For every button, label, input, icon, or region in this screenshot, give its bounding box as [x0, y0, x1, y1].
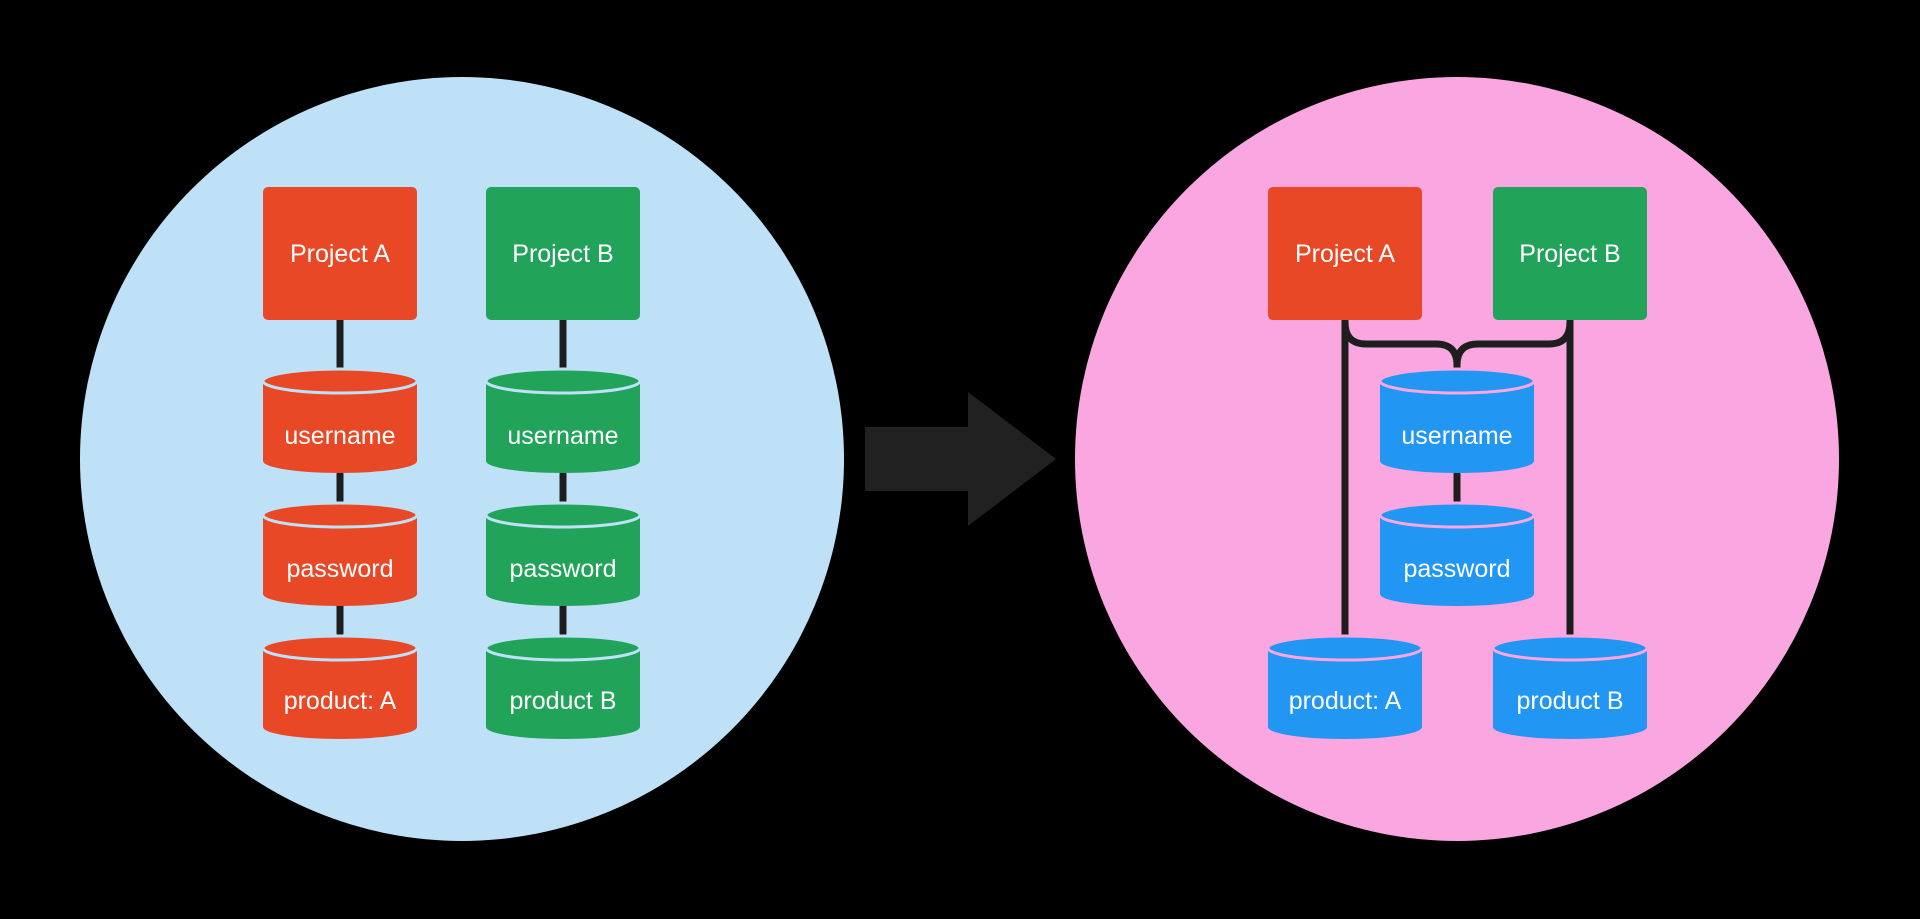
before-b-db-password-lid [484, 501, 642, 529]
transform-arrow-icon [865, 392, 1056, 526]
before-project-a-label: Project A [290, 240, 390, 268]
after-db-password-label: password [1404, 555, 1511, 583]
after-db-product-b-label: product B [1516, 687, 1623, 715]
after-db-product-b-lid [1491, 634, 1649, 662]
before-b-db-product: product B [484, 634, 642, 739]
before-a-db-product-label: product: A [284, 687, 397, 715]
before-column-project-a: Project A username password product: A [261, 187, 419, 739]
before-circle [80, 77, 844, 841]
before-project-a-box [263, 187, 417, 320]
before-b-db-product-label: product B [509, 687, 616, 715]
before-a-db-username-lid [261, 367, 419, 395]
after-db-product-a-body [1268, 648, 1422, 739]
before-b-db-username: username [484, 367, 642, 473]
before-project-b-box [486, 187, 640, 320]
before-a-db-product-body [263, 648, 417, 739]
before-column-project-b: Project B username password product B [484, 187, 642, 739]
before-a-db-username-label: username [284, 422, 395, 450]
before-b-db-password-body [486, 515, 640, 606]
before-b-db-username-body [486, 381, 640, 473]
after-db-username-lid [1378, 367, 1536, 395]
after-db-product-a-lid [1266, 634, 1424, 662]
before-b-db-username-label: username [507, 422, 618, 450]
before-a-db-username-body [263, 381, 417, 473]
before-b-db-password-label: password [510, 555, 617, 583]
before-a-db-product-lid [261, 634, 419, 662]
after-db-username: username [1378, 367, 1536, 473]
before-a-db-password-label: password [287, 555, 394, 583]
before-b-db-product-lid [484, 634, 642, 662]
before-a-db-password-lid [261, 501, 419, 529]
after-db-password-lid [1378, 501, 1536, 529]
after-shared-brace-connector [1341, 318, 1574, 375]
after-db-username-label: username [1401, 422, 1512, 450]
before-a-db-password: password [261, 501, 419, 606]
after-db-product-b: product B [1491, 634, 1649, 739]
after-project-a-label: Project A [1295, 240, 1395, 268]
before-a-db-product: product: A [261, 634, 419, 739]
after-db-product-a-label: product: A [1289, 687, 1402, 715]
before-a-db-password-body [263, 515, 417, 606]
after-project-b-box [1493, 187, 1647, 320]
after-connectors [1341, 316, 1574, 638]
after-db-product-b-body [1493, 648, 1647, 739]
after-project-a-box [1268, 187, 1422, 320]
before-b-db-username-lid [484, 367, 642, 395]
after-db-password: password [1378, 501, 1536, 606]
before-project-b-label: Project B [512, 240, 613, 268]
before-b-db-password: password [484, 501, 642, 606]
after-db-product-a: product: A [1266, 634, 1424, 739]
after-db-password-body [1380, 515, 1534, 606]
before-a-db-username: username [261, 367, 419, 473]
after-db-username-body [1380, 381, 1534, 473]
after-project-b-label: Project B [1519, 240, 1620, 268]
before-b-db-product-body [486, 648, 640, 739]
